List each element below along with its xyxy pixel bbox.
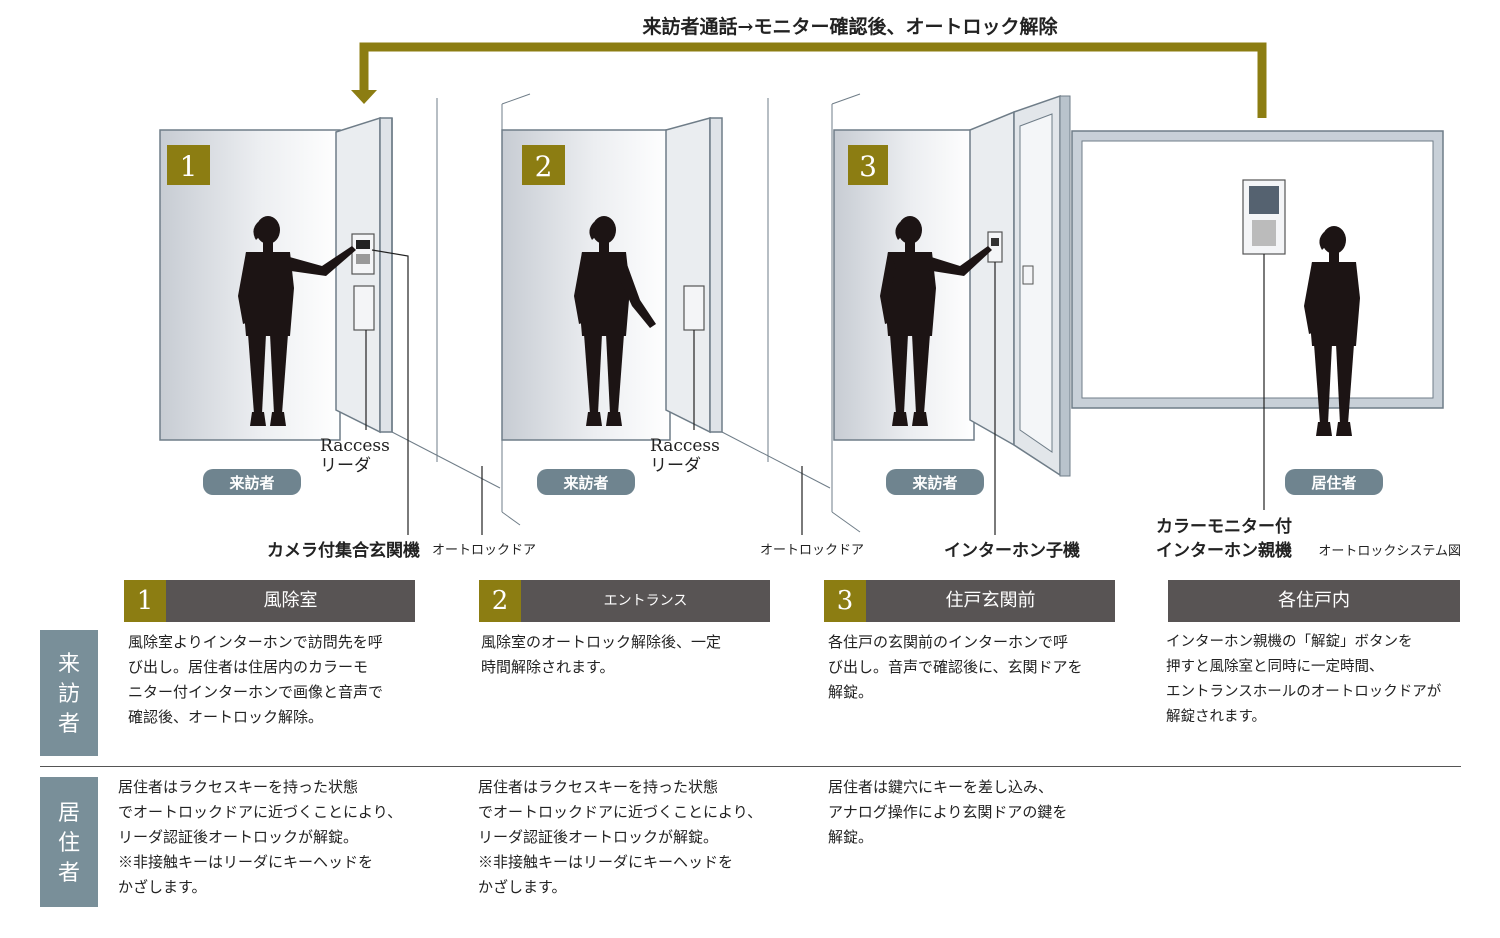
- visitor-desc-1: 風除室よりインターホンで訪問先を呼 び出し。居住者は住居内のカラーモ ニター付イ…: [128, 633, 384, 726]
- stage-3-number: 3: [859, 150, 877, 183]
- visitor-desc-3: 各住戸の玄関前のインターホンで呼 び出し。音声で確認後に、玄関ドアを 解錠。: [828, 633, 1083, 701]
- monitor-intercom-label-line2: インターホン親機: [1156, 540, 1292, 561]
- flow-arrow: [351, 42, 1267, 118]
- visitor-badge-2: 来訪者: [537, 469, 635, 495]
- monitor-intercom-label-line1: カラーモニター付: [1156, 516, 1292, 537]
- leader-lines: [365, 249, 1265, 535]
- svg-text:来訪者: 来訪者: [911, 474, 957, 492]
- camera-panel-label: カメラ付集合玄関機: [267, 540, 420, 561]
- section-3-title: 住戸玄関前: [866, 580, 1115, 622]
- visitor-badge-3: 来訪者: [886, 469, 984, 495]
- visitor-desc-4: インターホン親機の「解錠」ボタンを 押すと風除室と同時に一定時間、 エントランス…: [1166, 634, 1442, 725]
- top-caption: 来訪者通話→モニター確認後、オートロック解除: [643, 15, 1059, 38]
- visitor-arm-2: [620, 256, 656, 328]
- visitor-badge-1: 来訪者: [203, 469, 301, 495]
- visitor-arm-3: [926, 246, 992, 276]
- row-divider: [40, 766, 1461, 767]
- visitor-arm-1: [284, 246, 356, 276]
- stage-1-number: 1: [180, 150, 198, 183]
- section-3-number: 3: [824, 580, 866, 622]
- resident-badge: 居住者: [1285, 469, 1383, 495]
- section-2-number: 2: [479, 580, 521, 622]
- resident-desc-2: 居住者はラクセスキーを持った状態 でオートロックドアに近づくことにより、 リーダ…: [478, 778, 763, 896]
- stage-1-number-box: [167, 145, 210, 185]
- visitor-row-label: 来 訪 者: [40, 630, 98, 756]
- resident-desc-1: 居住者はラクセスキーを持った状態 でオートロックドアに近づくことにより、 リーダ…: [118, 778, 403, 896]
- figure-title: オートロックシステム図: [1318, 544, 1461, 559]
- section-2-title: エントランス: [521, 580, 770, 622]
- intercom-sub-label: インターホン子機: [944, 540, 1080, 561]
- section-1-title: 風除室: [166, 580, 415, 622]
- svg-text:来訪者: 来訪者: [228, 474, 274, 492]
- section-4-title: 各住戸内: [1168, 580, 1460, 622]
- section-1-number: 1: [124, 580, 166, 622]
- visitor-desc-2: 風除室のオートロック解除後、一定 時間解除されます。: [481, 633, 722, 676]
- stage-2-number: 2: [535, 150, 553, 183]
- resident-row-label: 居 住 者: [40, 777, 98, 907]
- svg-text:来訪者: 来訪者: [562, 474, 608, 492]
- raccess-label-2-line1: Raccess: [650, 436, 720, 456]
- room-resident: [1071, 130, 1444, 409]
- stage-3-number-box: [848, 145, 888, 185]
- autolock-door-label-2: オートロックドア: [760, 543, 864, 558]
- raccess-label-2-line2: リーダ: [650, 456, 701, 476]
- svg-text:居住者: 居住者: [1311, 474, 1356, 492]
- raccess-label-1-line2: リーダ: [320, 456, 371, 476]
- autolock-door-label-1: オートロックドア: [432, 543, 536, 558]
- stage-2-number-box: [522, 145, 565, 185]
- resident-desc-3: 居住者は鍵穴にキーを差し込み、 アナログ操作により玄関ドアの鍵を 解錠。: [828, 778, 1068, 846]
- raccess-label-1-line1: Raccess: [320, 436, 390, 456]
